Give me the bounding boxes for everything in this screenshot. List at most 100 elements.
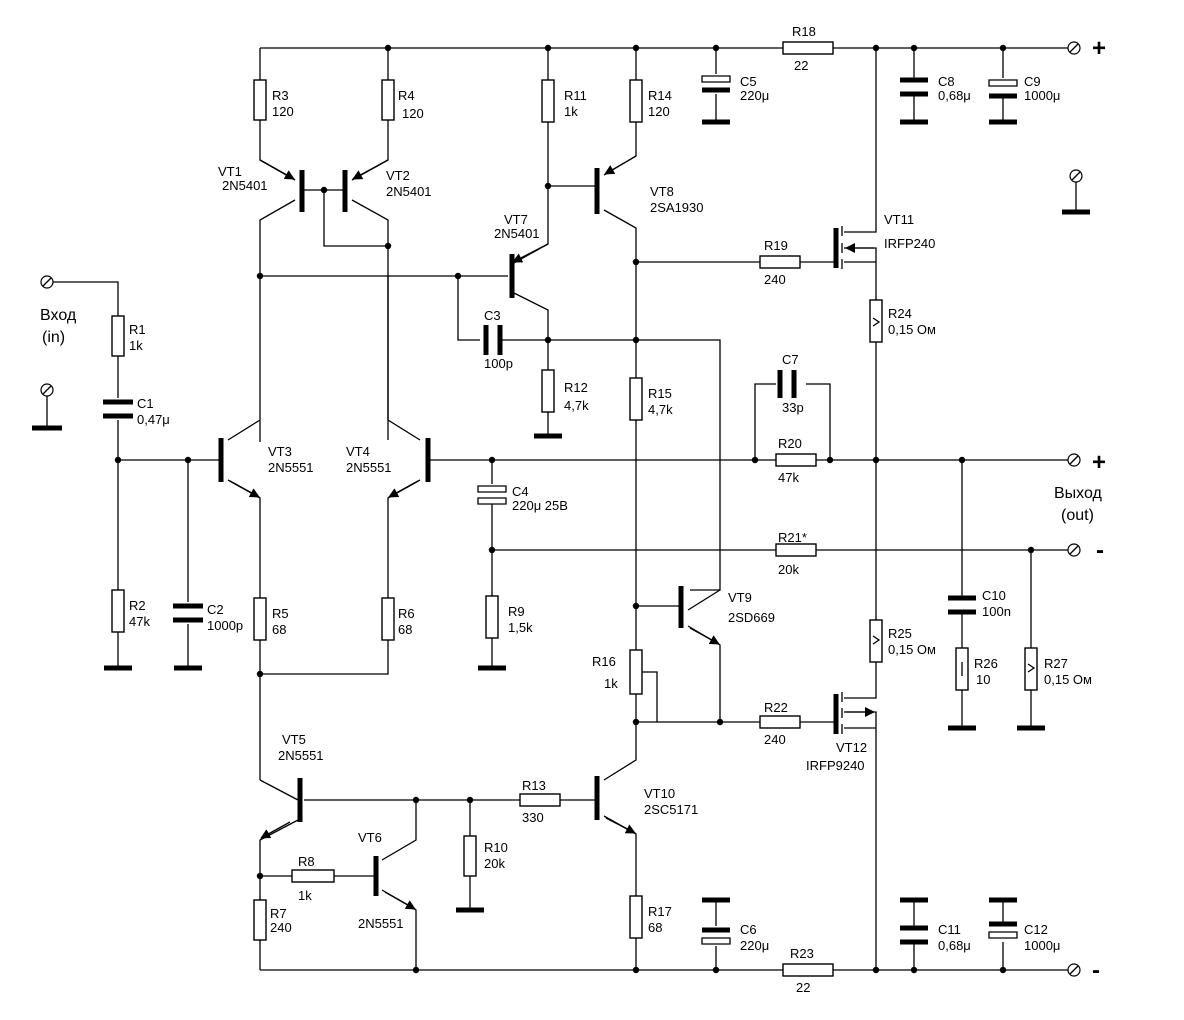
transistor-bodies [218, 155, 875, 910]
vt9-ref: VT9 [728, 590, 752, 605]
vt2-ref: VT2 [386, 168, 410, 183]
vt3-ref: VT3 [268, 444, 292, 459]
c11-value: 0,68μ [938, 938, 971, 953]
minus-bottom-label: - [1092, 957, 1100, 984]
r10-ref: R10 [484, 840, 508, 855]
r13-value: 330 [522, 810, 544, 825]
r20-ref: R20 [778, 436, 802, 451]
r1-value: 1k [129, 338, 143, 353]
r25-ref: R25 [888, 626, 912, 641]
r10-value: 20k [484, 856, 505, 871]
r22-value: 240 [764, 732, 786, 747]
component-labels: + + - - Вход (in) Выход (out) R1 1k C1 0… [40, 24, 1106, 995]
r18-value: 22 [794, 58, 808, 73]
resistor-bodies [111, 41, 1038, 977]
r24-value: 0,15 Ом [888, 322, 936, 337]
r11-ref: R11 [564, 88, 587, 103]
r5-ref: R5 [272, 606, 289, 621]
c3-ref: C3 [484, 308, 501, 323]
c7-value: 33p [782, 400, 804, 415]
c6-ref: C6 [740, 922, 757, 937]
vt11-value: IRFP240 [884, 236, 935, 251]
c6-value: 220μ [740, 938, 769, 953]
r12-value: 4,7k [564, 398, 589, 413]
c11-ref: C11 [938, 922, 961, 937]
vt11-ref: VT11 [884, 212, 914, 227]
vt1-value: 2N5401 [222, 178, 268, 193]
c9-ref: C9 [1024, 74, 1041, 89]
input-en-label: (in) [42, 329, 65, 346]
r19-value: 240 [764, 272, 786, 287]
r27-value: 0,15 Ом [1044, 672, 1092, 687]
vt8-value: 2SA1930 [650, 200, 704, 215]
r23-ref: R23 [790, 946, 814, 961]
vt2-value: 2N5401 [386, 184, 432, 199]
r3-value: 120 [272, 104, 294, 119]
r21-ref: R21* [778, 530, 807, 545]
vt6-value: 2N5551 [358, 916, 404, 931]
c4-value: 220μ 25В [512, 498, 568, 513]
c10-ref: C10 [982, 588, 1006, 603]
r14-ref: R14 [648, 88, 672, 103]
capacitor-plates [103, 75, 1018, 945]
terminals [40, 41, 1083, 977]
r2-ref: R2 [129, 598, 146, 613]
c1-value: 0,47μ [137, 412, 170, 427]
vt5-value: 2N5551 [278, 748, 324, 763]
r27-ref: R27 [1044, 656, 1068, 671]
r16-value: 1k [604, 676, 618, 691]
vt6-ref: VT6 [358, 830, 382, 845]
r17-ref: R17 [648, 904, 672, 919]
r7-ref: R7 [270, 906, 287, 921]
r22-ref: R22 [764, 700, 788, 715]
c12-value: 1000μ [1024, 938, 1060, 953]
vt9-value: 2SD669 [728, 610, 775, 625]
r16-ref: R16 [592, 654, 616, 669]
r26-ref: R26 [974, 656, 998, 671]
vt4-value: 2N5551 [346, 460, 392, 475]
c2-value: 1000p [207, 618, 243, 633]
c9-value: 1000μ [1024, 88, 1060, 103]
r9-ref: R9 [508, 604, 525, 619]
r23-value: 22 [796, 980, 810, 995]
r3-ref: R3 [272, 88, 289, 103]
minus-out-label: - [1096, 537, 1104, 564]
ground-symbols [32, 119, 1090, 913]
vt4-ref: VT4 [346, 444, 370, 459]
r4-ref: R4 [398, 88, 415, 103]
c3-value: 100p [484, 356, 513, 371]
vt12-ref: VT12 [836, 740, 867, 755]
r24-ref: R24 [888, 306, 912, 321]
r5-value: 68 [272, 622, 286, 637]
r14-value: 120 [648, 104, 670, 119]
c12-ref: C12 [1024, 922, 1048, 937]
c8-ref: C8 [938, 74, 955, 89]
vt5-ref: VT5 [282, 732, 306, 747]
r4-value: 120 [402, 106, 424, 121]
r18-ref: R18 [792, 24, 816, 39]
input-label: Вход [40, 307, 77, 324]
r7-value: 240 [270, 920, 292, 935]
r20-value: 47k [778, 470, 799, 485]
vt3-value: 2N5551 [268, 460, 314, 475]
r13-ref: R13 [522, 778, 546, 793]
r9-value: 1,5k [508, 620, 533, 635]
vt7-value: 2N5401 [494, 226, 540, 241]
r12-ref: R12 [564, 380, 588, 395]
vt12-value: IRFP9240 [806, 758, 865, 773]
c8-value: 0,68μ [938, 88, 971, 103]
c5-value: 220μ [740, 88, 769, 103]
r2-value: 47k [129, 614, 150, 629]
r6-value: 68 [398, 622, 412, 637]
r1-ref: R1 [129, 322, 146, 337]
r8-ref: R8 [298, 854, 315, 869]
r21-value: 20k [778, 562, 799, 577]
output-en-label: (out) [1061, 507, 1094, 524]
vt1-ref: VT1 [218, 164, 242, 179]
r25-value: 0,15 Ом [888, 642, 936, 657]
r11-value: 1k [564, 104, 578, 119]
plus-top-label: + [1092, 35, 1106, 62]
c10-value: 100n [982, 604, 1011, 619]
output-label: Выход [1054, 485, 1103, 502]
